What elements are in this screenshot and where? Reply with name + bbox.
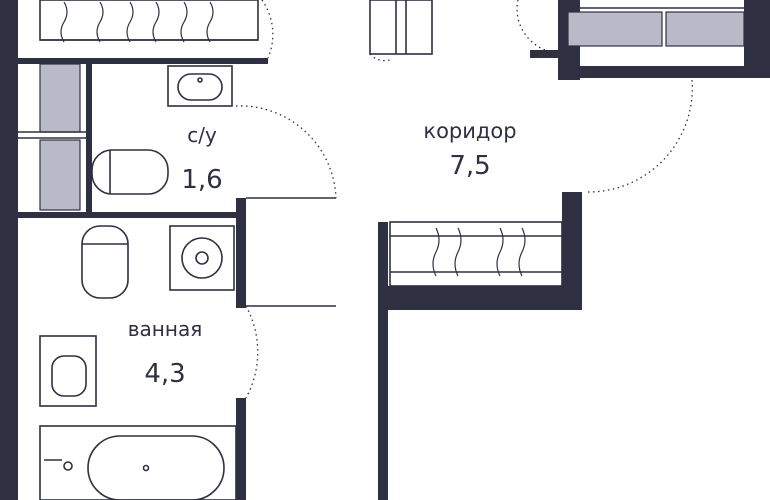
door-leaves (246, 197, 336, 307)
wall-bath-right-lower (236, 398, 246, 500)
corridor-room-name: коридор (423, 119, 516, 143)
wardrobe-corridor (389, 221, 563, 287)
wall-far-right (744, 0, 770, 66)
room-labels: с/у 1,6 коридор 7,5 ванная 4,3 (128, 119, 517, 389)
wc-fixtures (91, 65, 233, 195)
wc-toilet-icon (91, 149, 169, 195)
wardrobe-top-center (369, 0, 433, 55)
wall-top-right (530, 50, 570, 58)
wc-sink-icon (167, 65, 233, 107)
wc-room-area: 1,6 (181, 165, 222, 195)
wall-wc-top (18, 58, 268, 64)
bathroom-fixtures (39, 225, 237, 500)
corridor-room-area: 7,5 (449, 151, 490, 181)
wall-wardrobe-bottom (388, 286, 582, 310)
bath-toilet-icon (81, 225, 129, 299)
hangers (60, 1, 526, 277)
wall-wardrobe-right (562, 192, 582, 310)
wall-wc-left-stub (86, 64, 92, 214)
left-storage-cabinets (18, 63, 86, 211)
bathroom-room-name: ванная (128, 317, 202, 341)
wall-corridor-right (378, 222, 388, 500)
wall-bath-right-upper (236, 198, 246, 308)
wall-wc-bath-divider (18, 212, 246, 218)
wardrobe-top-left (39, 0, 259, 41)
wall-top-right-beam (580, 66, 770, 78)
door-swings (235, 0, 693, 399)
bathroom-room-area: 4,3 (144, 359, 185, 389)
cabinet-top-right (567, 7, 745, 47)
wc-room-name: с/у (187, 123, 217, 147)
bathtub-icon (39, 425, 237, 500)
outer-wall-left (0, 0, 18, 500)
bath-sink-icon (39, 335, 97, 407)
washing-machine-icon (169, 225, 235, 291)
